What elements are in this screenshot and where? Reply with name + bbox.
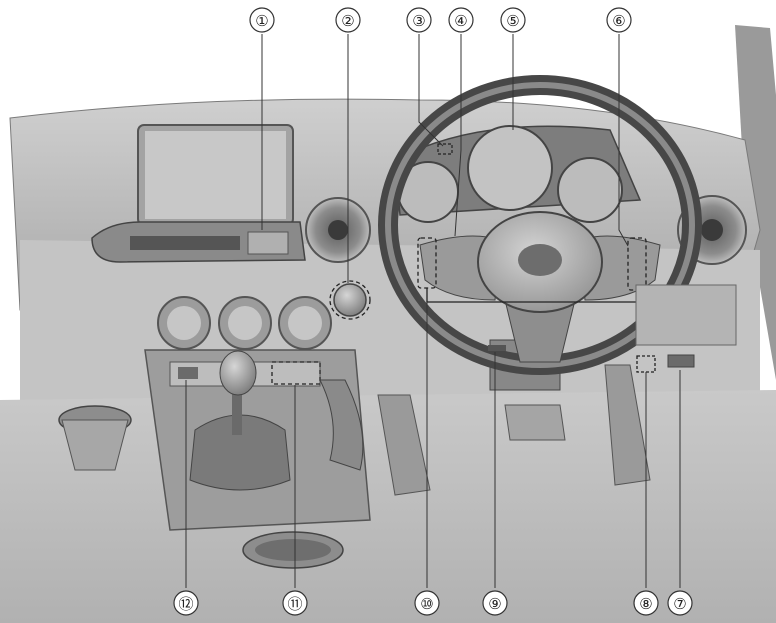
climate-control-dials <box>157 296 332 350</box>
center-display-glass <box>145 131 286 219</box>
shift-lever <box>232 375 242 435</box>
callout-9-label: ⑨ <box>488 595 501 613</box>
callout-8-label: ⑧ <box>639 595 652 613</box>
callout-1: ① <box>249 7 275 33</box>
cluster-switch-3 <box>437 143 453 155</box>
instrument-cluster <box>394 125 642 223</box>
callout-1-label: ① <box>255 12 268 30</box>
callout-8: ⑧ <box>633 590 659 616</box>
callout-3: ③ <box>406 7 432 33</box>
right-side-vent-core <box>701 219 723 241</box>
callout-11: ⑪ <box>282 590 308 616</box>
hood-release-9 <box>488 345 506 351</box>
pedals <box>377 364 651 496</box>
callout-2: ② <box>335 7 361 33</box>
shift-boot <box>189 414 291 491</box>
parking-brake <box>319 379 364 471</box>
left-cup-holder <box>58 405 132 471</box>
callout-3-label: ③ <box>412 12 425 30</box>
leader-lines <box>185 34 681 588</box>
shift-knob <box>219 350 257 396</box>
callout-5: ⑤ <box>500 7 526 33</box>
callout-11-label: ⑪ <box>287 595 302 613</box>
callout-7-label: ⑦ <box>673 595 686 613</box>
callout-4: ④ <box>448 7 474 33</box>
callout-10: ⑩ <box>414 590 440 616</box>
callout-12-label: ⑫ <box>178 595 193 613</box>
console-switch-group-11 <box>271 361 321 385</box>
commander-knob-highlight <box>329 280 371 320</box>
callout-2-label: ② <box>341 12 354 30</box>
lower-dash-switch-7 <box>667 354 695 368</box>
callout-10-label: ⑩ <box>420 595 433 613</box>
center-vent-left-core <box>328 220 348 240</box>
callout-6-label: ⑥ <box>612 12 625 30</box>
hazard-switch-area <box>247 231 289 255</box>
commander-knob <box>333 283 367 317</box>
audio-buttons <box>130 236 240 250</box>
callout-12: ⑫ <box>173 590 199 616</box>
callout-9: ⑨ <box>482 590 508 616</box>
callout-6: ⑥ <box>606 7 632 33</box>
steering-wheel <box>378 75 702 375</box>
console-cup-holder <box>242 531 344 569</box>
callout-7: ⑦ <box>667 590 693 616</box>
console-switch-12 <box>178 367 198 379</box>
lower-dash-panel <box>635 284 737 346</box>
callout-5-label: ⑤ <box>506 12 519 30</box>
callout-4-label: ④ <box>454 12 467 30</box>
